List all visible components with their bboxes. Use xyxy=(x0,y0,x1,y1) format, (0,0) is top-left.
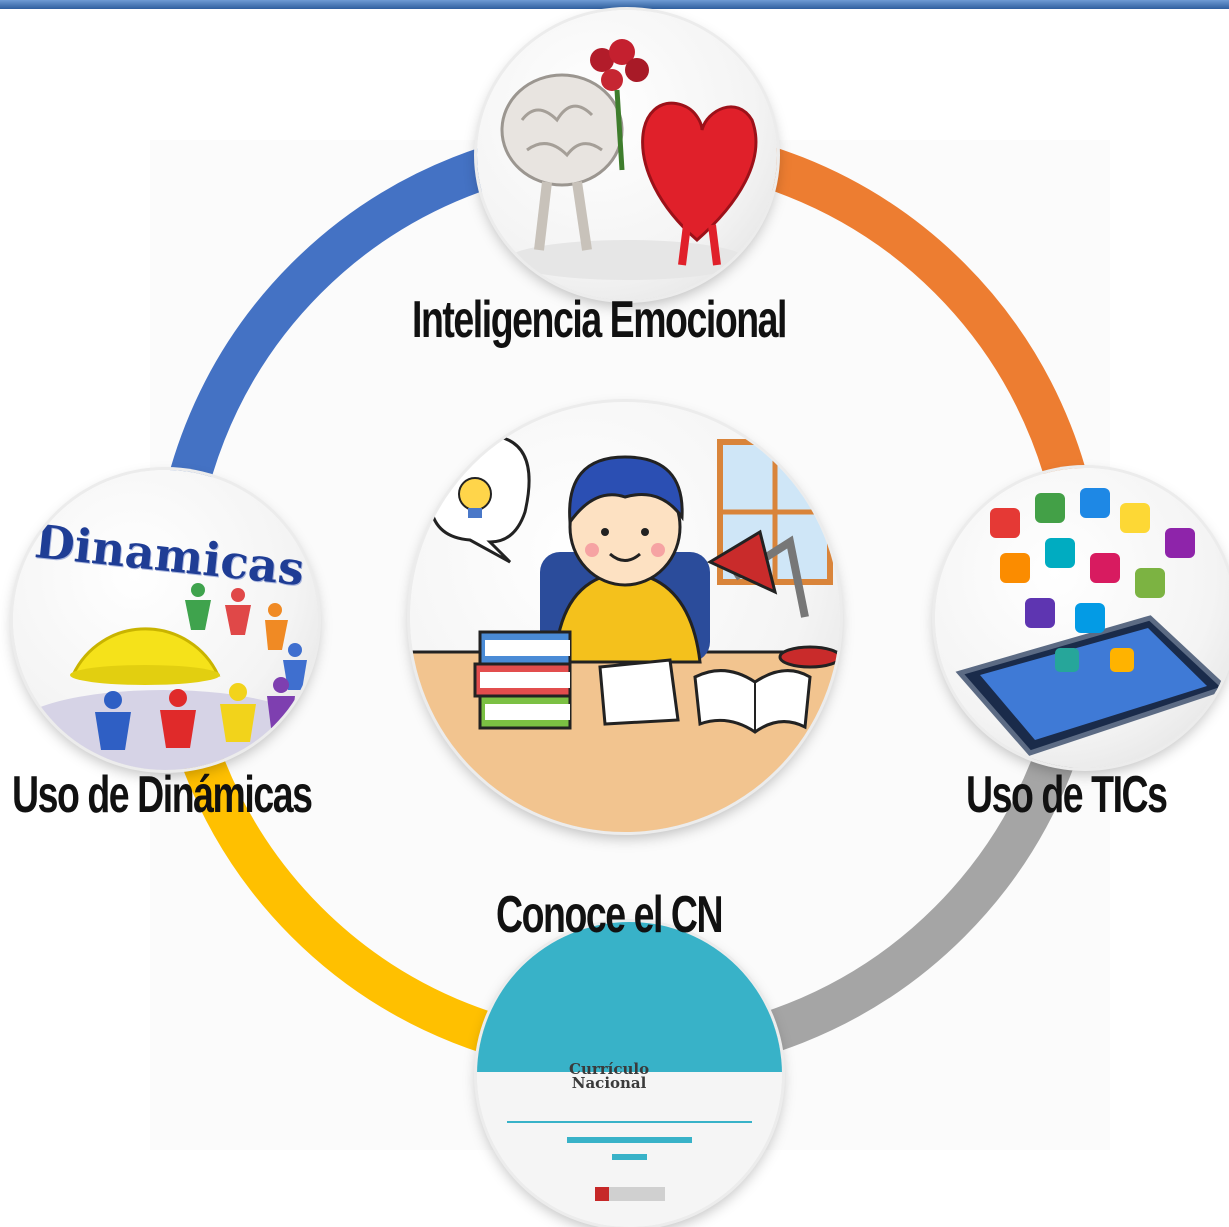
curriculo-title-line1: Currículo xyxy=(569,1060,650,1078)
brain-heart-icon xyxy=(500,39,758,280)
curriculo-title: Currículo Nacional xyxy=(569,1060,650,1092)
node-tics-image xyxy=(935,468,1229,768)
label-uso-de-tics: Uso de TICs xyxy=(966,766,1168,824)
tablet-apps-icon xyxy=(955,488,1229,756)
center-student-image xyxy=(410,402,840,832)
node-dinamicas-image: Dinamicas xyxy=(13,470,318,770)
group-dynamics-icon xyxy=(13,583,313,770)
label-uso-de-dinamicas: Uso de Dinámicas xyxy=(12,766,313,824)
node-emocional-image xyxy=(477,10,777,300)
label-conoce-el-cn: Conoce el CN xyxy=(496,886,724,944)
node-cn-image: Currículo Nacional xyxy=(477,922,782,1227)
label-inteligencia-emocional: Inteligencia Emocional xyxy=(412,291,787,349)
curriculum-book-icon xyxy=(477,922,782,1227)
student-studying-icon xyxy=(410,435,840,832)
top-border-bar xyxy=(0,0,1229,9)
curriculo-title-line2: Nacional xyxy=(571,1074,647,1092)
